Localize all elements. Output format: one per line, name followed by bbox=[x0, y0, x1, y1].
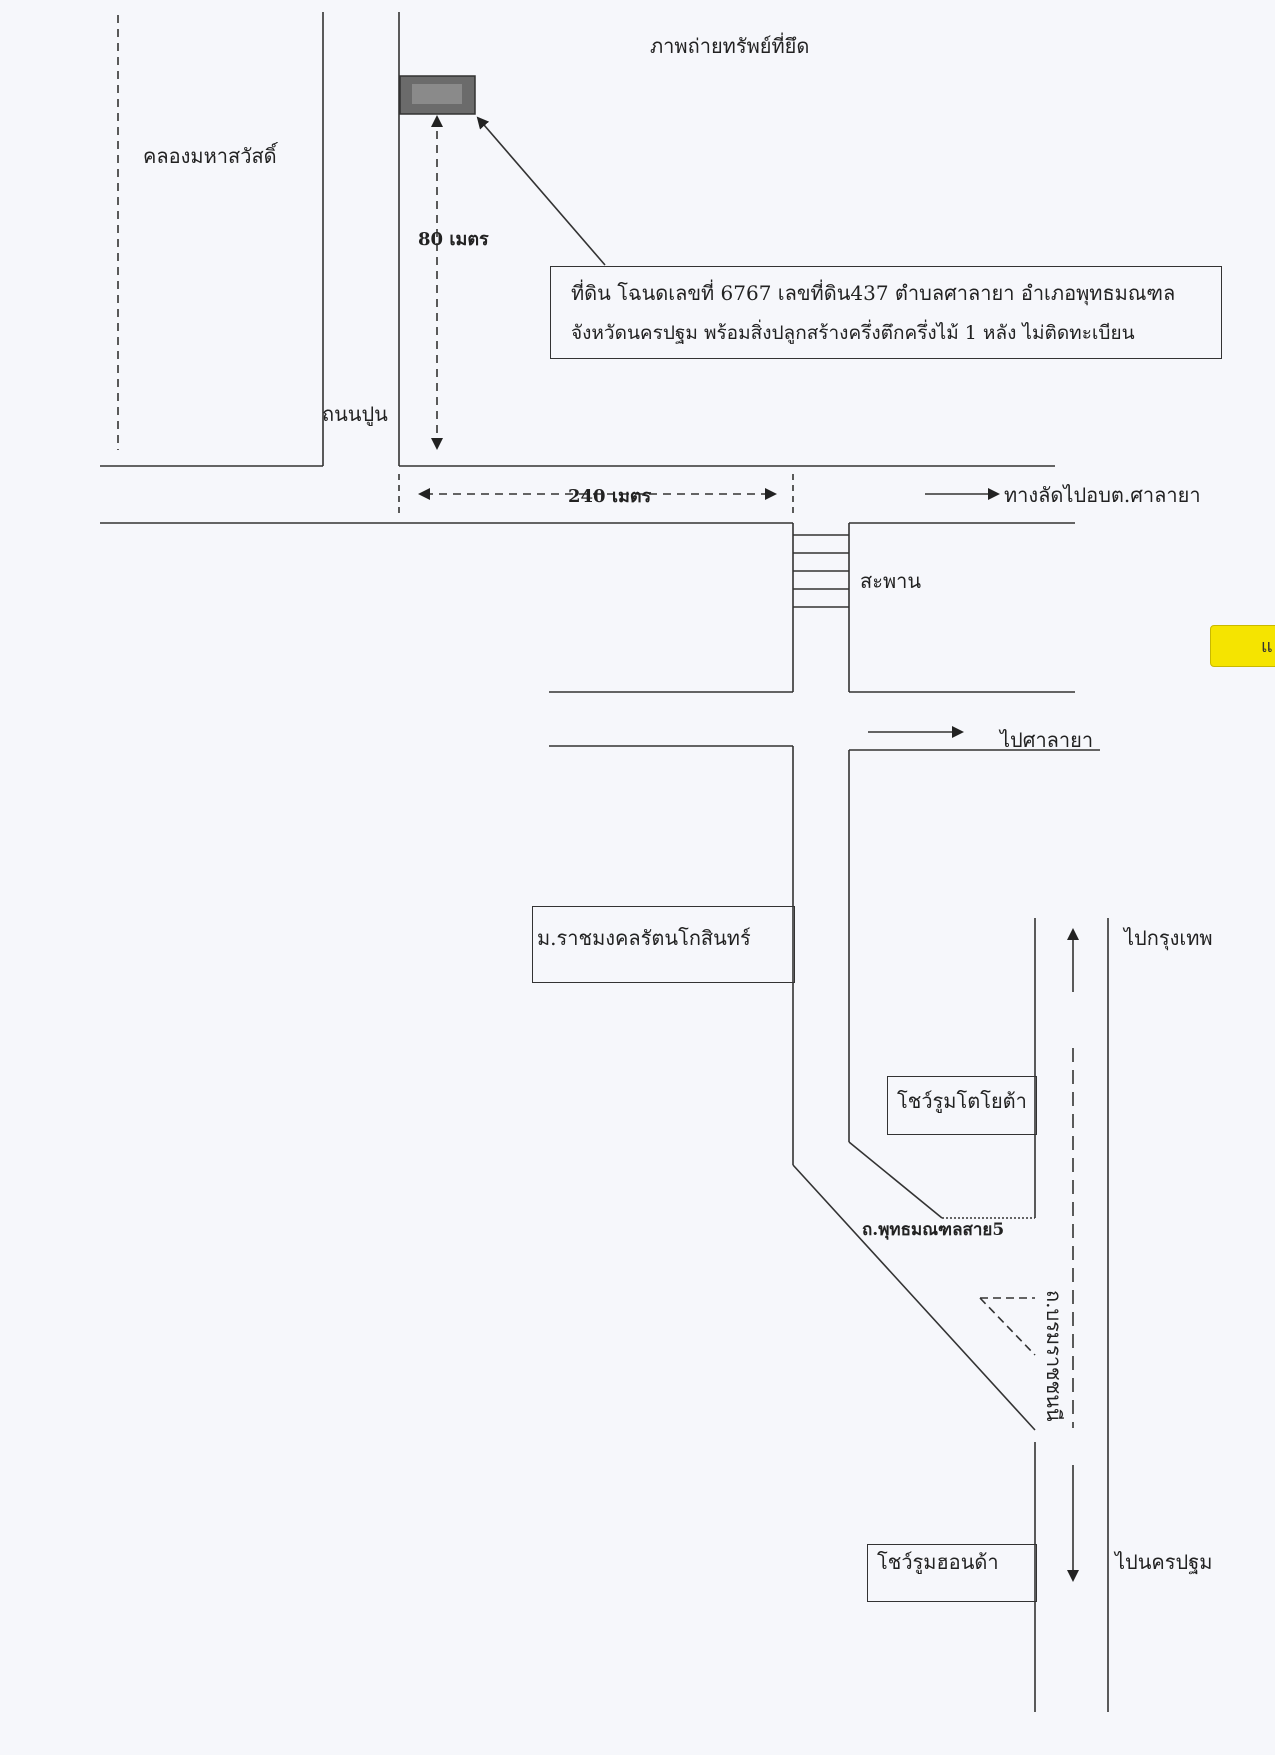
yellow-tab: แ bbox=[1210, 625, 1275, 667]
diagonal-road-left bbox=[792, 1164, 1036, 1431]
toyota-label: โชว์รูมโตโยต้า bbox=[897, 1089, 1027, 1113]
toyota-box bbox=[887, 1076, 1037, 1135]
canal-label: คลองมหาสวัสดิ์ bbox=[143, 144, 277, 168]
bridge-label: สะพาน bbox=[860, 569, 922, 593]
shortcut-label: ทางลัดไปอบต.ศาลายา bbox=[1004, 483, 1201, 507]
road-left-label: ถนนปูน bbox=[322, 402, 388, 426]
honda-label: โชว์รูมฮอนด้า bbox=[877, 1550, 999, 1574]
honda-box bbox=[867, 1544, 1037, 1602]
property-marker-inner bbox=[412, 84, 462, 104]
property-info-line-2: จังหวัดนครปฐม พร้อมสิ่งปลูกสร้างครึ่งตึก… bbox=[571, 322, 1135, 344]
diagonal-road-right bbox=[848, 1141, 943, 1219]
to-salaya-label: ไปศาลายา bbox=[1000, 728, 1094, 752]
university-label: ม.ราชมงคลรัตนโกสินทร์ bbox=[537, 926, 751, 950]
property-pointer-arrow bbox=[476, 116, 606, 266]
borommaratchachonnani-label: ถ.บรมราชชนนี bbox=[1042, 1290, 1066, 1422]
university-box bbox=[532, 906, 795, 983]
property-info-line-1: ที่ดิน โฉนดเลขที่ 6767 เลขที่ดิน437 ตำบล… bbox=[571, 281, 1176, 305]
property-info-box: ที่ดิน โฉนดเลขที่ 6767 เลขที่ดิน437 ตำบล… bbox=[550, 266, 1222, 359]
u-turn-diag bbox=[979, 1297, 1036, 1356]
distance-vertical-label: 80 เมตร bbox=[418, 229, 489, 250]
to-nakhonpathom-label: ไปนครปฐม bbox=[1115, 1550, 1213, 1574]
map-title: ภาพถ่ายทรัพย์ที่ยึด bbox=[650, 34, 810, 58]
distance-horizontal-label: 240 เมตร bbox=[568, 486, 652, 507]
to-bangkok-label: ไปกรุงเทพ bbox=[1124, 926, 1213, 950]
phutthamonthon-road-label: ถ.พุทธมณฑลสาย5 bbox=[862, 1220, 1005, 1240]
